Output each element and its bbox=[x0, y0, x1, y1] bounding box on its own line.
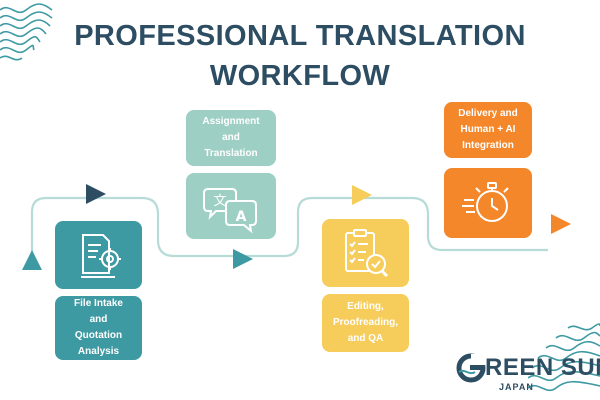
step-3-label: Editing, Proofreading, and QA bbox=[332, 301, 398, 344]
step-2-label-box: Assignment and Translation bbox=[186, 110, 276, 166]
step-2-icon-box: 文 A bbox=[186, 173, 276, 239]
step-3-label-box: Editing, Proofreading, and QA bbox=[322, 294, 409, 352]
decorative-waves-bottom-right bbox=[528, 323, 600, 392]
page-title: PROFESSIONAL TRANSLATION WORKFLOW bbox=[0, 16, 600, 96]
step-4-label-box: Delivery and Human + AI Integration bbox=[444, 102, 532, 158]
title-line-1: PROFESSIONAL TRANSLATION bbox=[74, 20, 526, 52]
decorative-waves-top-left bbox=[0, 3, 53, 61]
svg-text:A: A bbox=[236, 209, 247, 225]
logo-sub-text: JAPAN bbox=[499, 382, 534, 392]
step-1-label: File Intake and Quotation Analysis bbox=[74, 298, 123, 357]
svg-text:文: 文 bbox=[213, 194, 226, 209]
step-3-icon-box bbox=[322, 219, 409, 287]
step-4-label: Delivery and Human + AI Integration bbox=[458, 108, 518, 151]
arrow-right-navy bbox=[86, 184, 106, 204]
arrow-right-orange bbox=[551, 214, 571, 234]
stopwatch-icon bbox=[462, 182, 509, 222]
step-1-icon-box bbox=[55, 221, 142, 289]
logo-g-mark bbox=[456, 353, 486, 383]
checklist-magnifier-icon bbox=[345, 229, 389, 278]
step-1-label-box: File Intake and Quotation Analysis bbox=[55, 296, 142, 360]
step-4-icon-box bbox=[444, 168, 532, 238]
logo-brand-text: REEN SUN bbox=[485, 354, 600, 381]
arrow-right-yellow bbox=[352, 185, 372, 205]
translate-bubbles-icon: 文 A bbox=[203, 188, 257, 234]
workflow-connector-line bbox=[30, 196, 548, 258]
title-line-2: WORKFLOW bbox=[209, 60, 391, 92]
arrow-right-teal bbox=[233, 249, 253, 269]
step-2-label: Assignment and Translation bbox=[202, 116, 260, 159]
logo: REEN SUN JAPAN bbox=[455, 352, 600, 396]
arrow-up-teal bbox=[22, 250, 42, 270]
document-gear-icon bbox=[81, 234, 121, 278]
